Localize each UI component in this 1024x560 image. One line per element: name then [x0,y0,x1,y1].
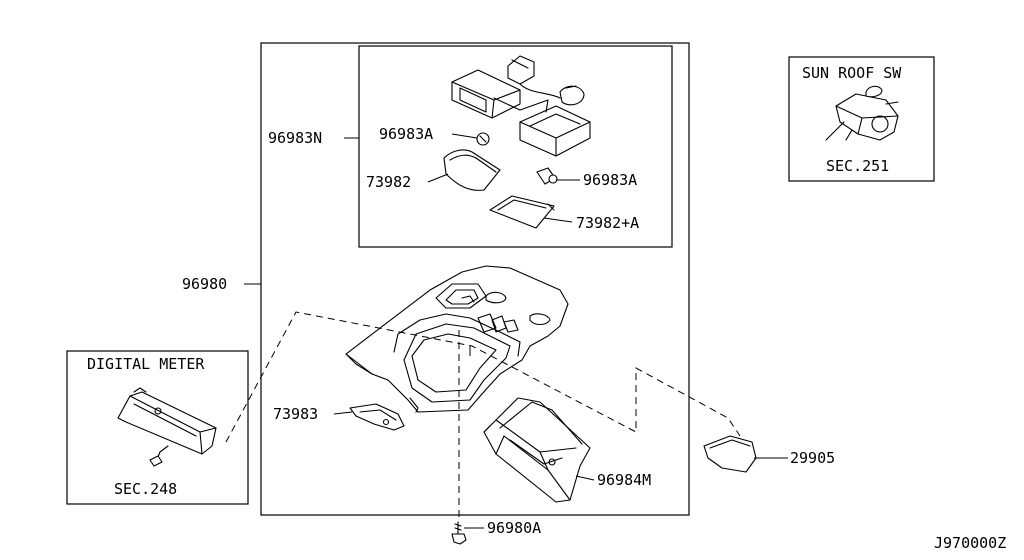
bulb-upper [476,132,490,146]
diagram-id: J970000Z [934,534,1006,552]
callout-73982: 73982 [366,173,411,191]
sunroof-sec-ref: SEC.251 [826,157,889,175]
lamp-lens-lower [489,195,555,229]
leader-73983 [333,411,353,415]
digital-meter-title: DIGITAL METER [87,355,205,373]
callout-96980: 96980 [182,275,227,293]
digital-meter-sec-ref: SEC.248 [114,480,177,498]
leader-73982A [543,217,573,223]
callout-29905: 29905 [790,449,835,467]
sunglass-holder-96984M [483,397,591,503]
overhead-console [345,265,569,413]
callout-96983A-upper: 96983A [379,125,433,143]
sunroof-title: SUN ROOF SW [802,64,902,82]
screw-96980A [451,521,467,545]
callout-96980A: 96980A [487,519,541,537]
lamp-lens-upper [443,149,501,191]
map-lamp-housing [451,55,591,157]
digital-meter-unit [117,387,217,467]
leader-73982 [427,173,449,183]
bulb-lower [536,167,558,185]
digital-meter-box [66,350,249,505]
callout-96983A-lower: 96983A [583,171,637,189]
meter-wire-route [225,311,741,443]
leader-96984M [575,475,595,481]
callout-96984M: 96984M [597,471,651,489]
finisher-73983 [349,403,405,431]
callout-73983: 73983 [273,405,318,423]
leader-96983A-upper [451,133,478,139]
lamp-29905 [703,435,757,473]
callout-73982A: 73982+A [576,214,639,232]
callout-96983N: 96983N [268,129,322,147]
lamp-subassembly-frame [358,45,673,248]
main-assembly-frame [260,42,690,516]
sunroof-switch-unit [825,85,899,141]
sunroof-switch-box [788,56,935,182]
